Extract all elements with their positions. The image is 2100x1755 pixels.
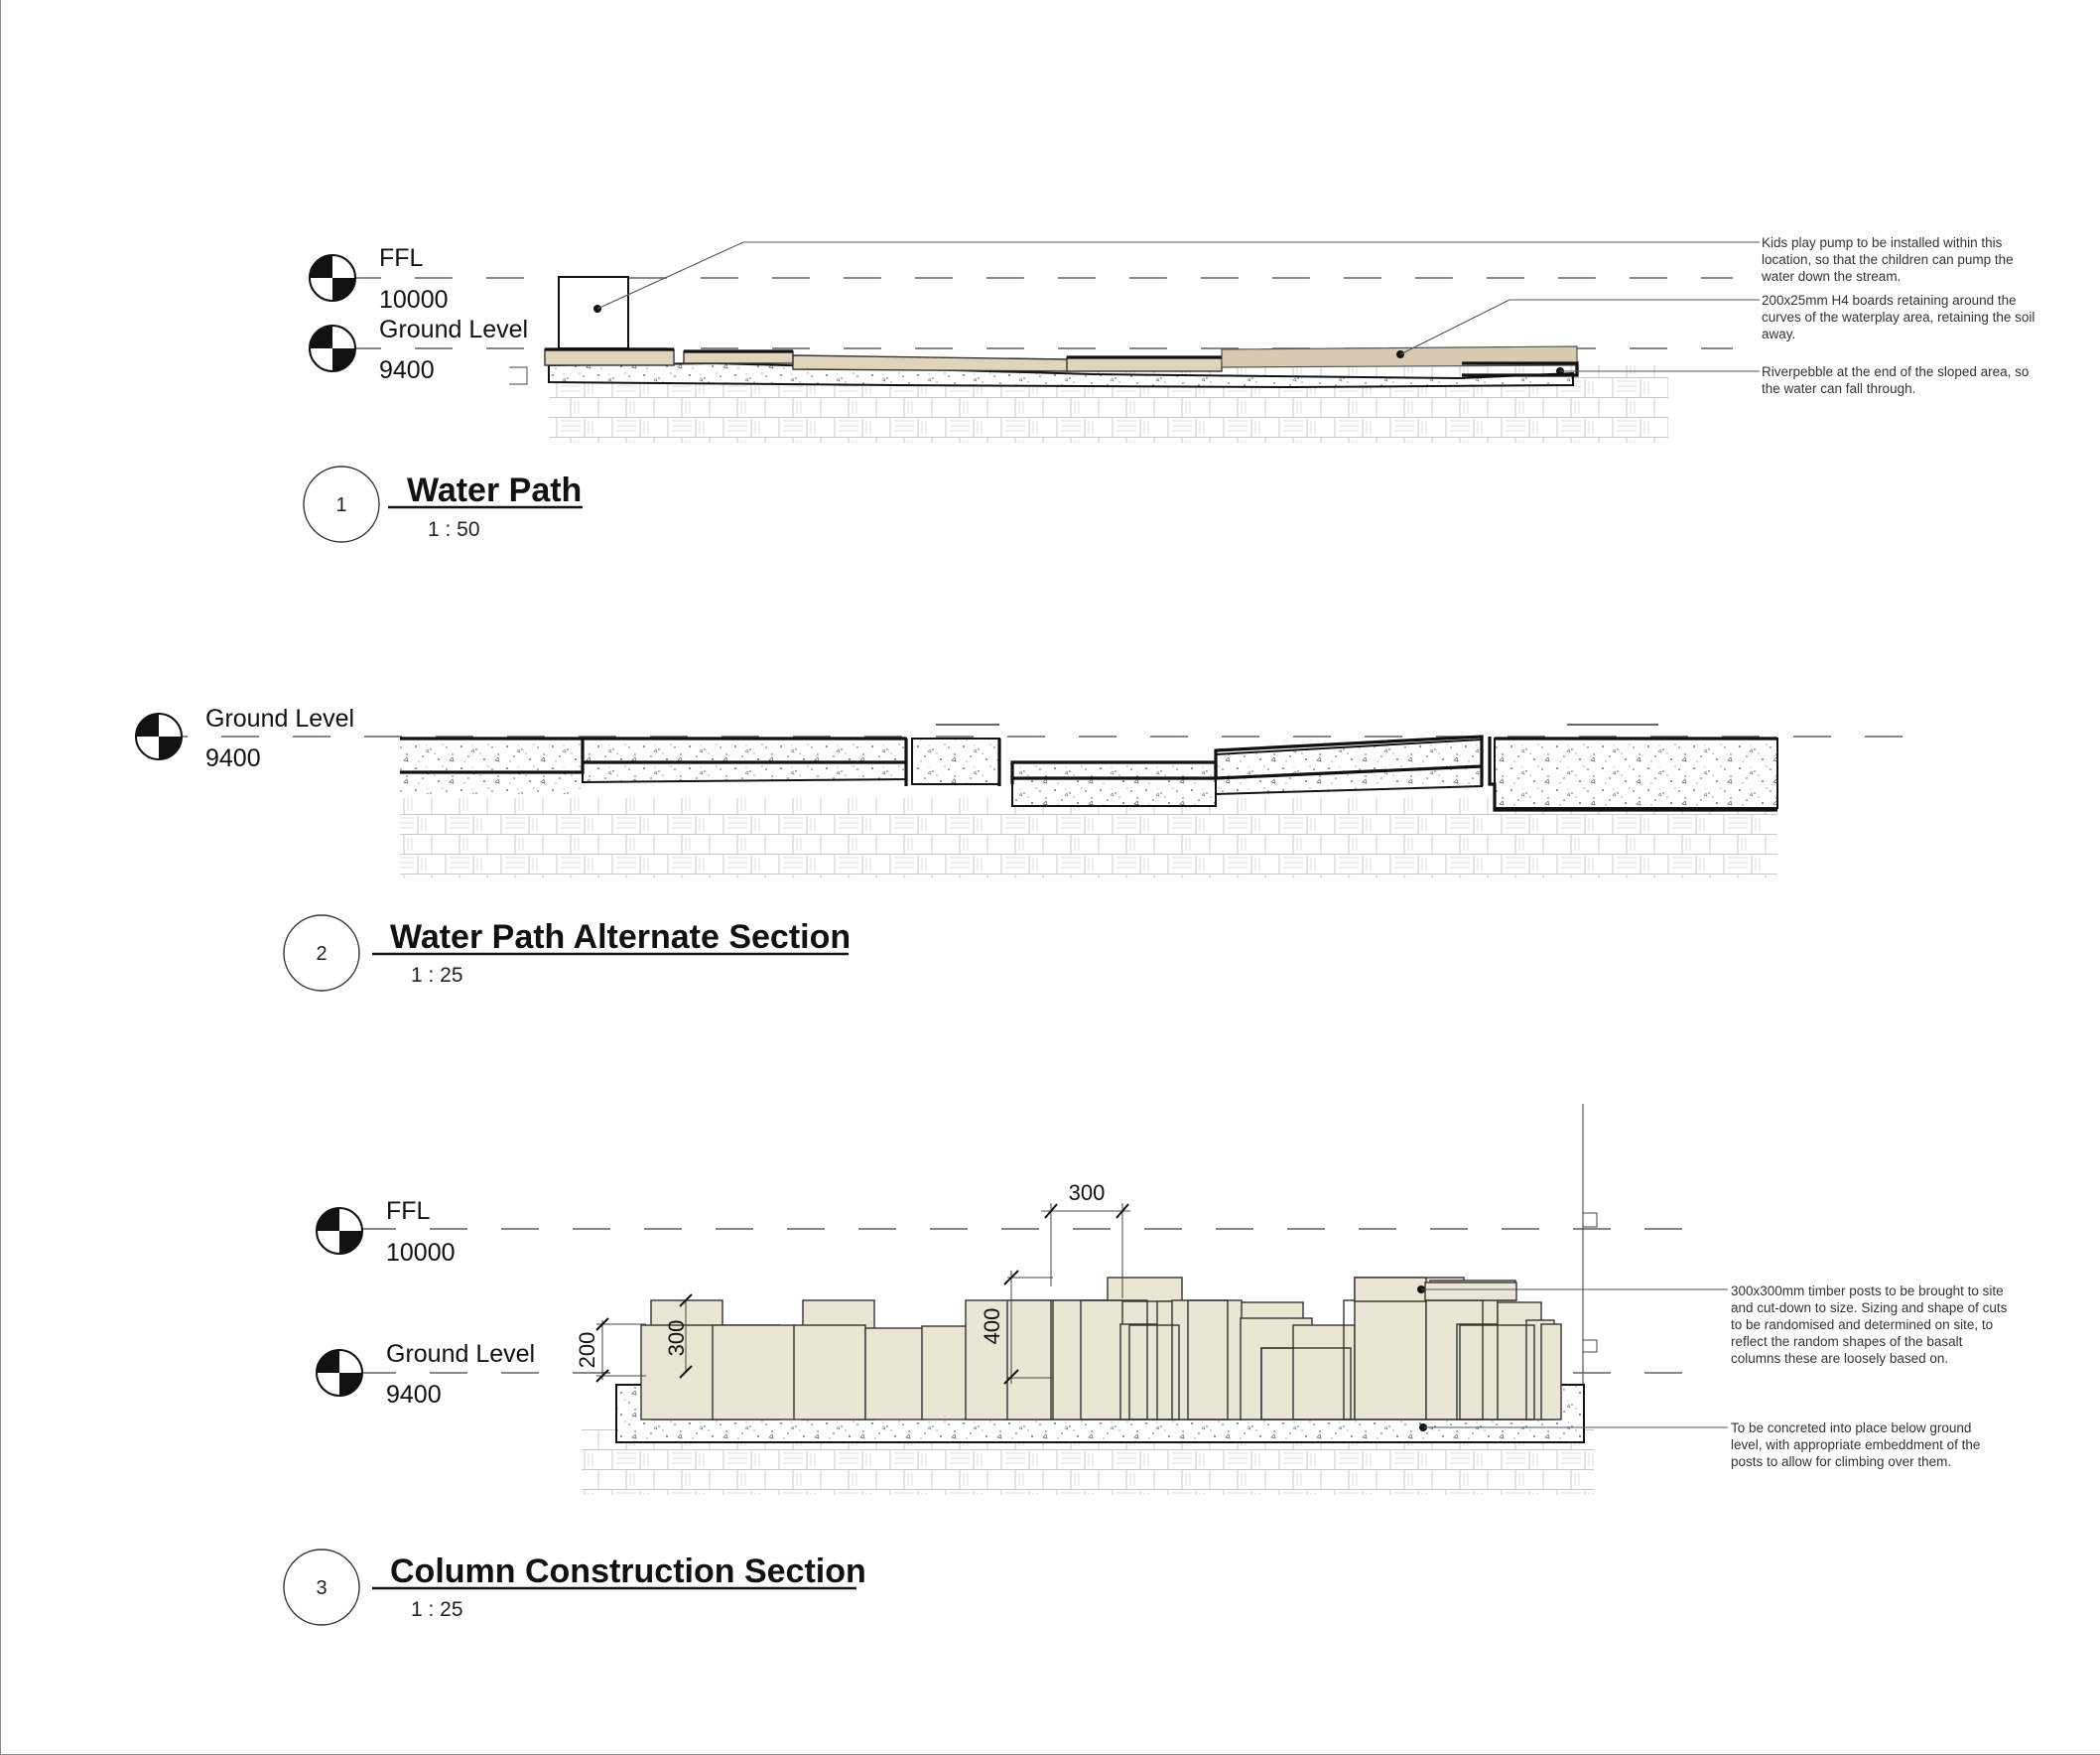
ffl-value: 10000 [379,286,449,314]
drawing-number: 3 [316,1577,327,1599]
timber-post [1459,1324,1535,1420]
pump-note: Kids play pump to be installed within th… [1761,235,2017,284]
ground-level-label: Ground Level [386,1340,535,1368]
dimension-text: 400 [980,1308,1004,1345]
ground-level-value: 9400 [386,1381,442,1409]
ground-level-value: 9400 [379,356,435,384]
drawing-number-bubble [303,466,380,543]
timber-post [1052,1299,1123,1420]
bold-edge [400,737,585,774]
ground-level-marker-icon [135,713,183,760]
ffl-label: FFL [386,1197,431,1225]
water-path-section: FFL 10000 Ground Level 9400 Kids play pu… [303,235,2038,543]
timber-board [683,350,794,364]
timber-post [1354,1299,1427,1420]
dimension-text: 200 [575,1332,599,1369]
concrete-block [1494,738,1778,809]
dimension-text: 300 [664,1320,689,1357]
level-bracket [509,366,528,385]
dimension-400: 400 [980,1270,1053,1385]
timber-post [712,1324,796,1420]
concrete-slab [400,739,583,773]
timber-board [792,354,1069,372]
drawing-title: Column Construction Section [390,1552,866,1590]
timber-post [1107,1277,1183,1302]
timber-post [1006,1299,1054,1420]
drawing-number-bubble [283,914,360,992]
boards-note: 200x25mm H4 boards retaining around the … [1762,293,2038,341]
ffl-value: 10000 [386,1239,456,1267]
leader-line [1399,299,1760,355]
drawing-title: Water Path [407,472,582,509]
dimension-300-side: 300 [664,1293,693,1379]
timber-post [1187,1299,1229,1420]
concrete-slab [582,738,907,784]
dimension-text: 300 [1069,1180,1106,1205]
drawing-number: 1 [335,494,346,516]
dimension-200: 200 [575,1317,646,1383]
bold-edge [904,739,1001,786]
ffl-level-marker-icon [309,254,356,302]
timber-post [1354,1277,1427,1302]
bold-edge [1488,737,1777,812]
ffl-label: FFL [379,244,424,272]
timber-post [1540,1323,1562,1420]
dimension-300-top: 300 [1041,1180,1130,1298]
edge-tick [1583,1212,1598,1353]
timber-post [864,1327,924,1420]
timber-post [793,1324,866,1420]
ground-level-marker-icon [316,1349,363,1397]
ground-level-label: Ground Level [379,316,528,343]
drawing-number-bubble [283,1549,360,1626]
column-construction-section: FFL 10000 Ground Level 9400 [283,1104,2011,1626]
concrete-slab [400,773,583,794]
timber-board [1066,356,1223,372]
concrete-note: To be concreted into place below ground … [1731,1420,1984,1469]
ground-level-label: Ground Level [205,705,354,733]
drawing-number: 2 [316,943,327,965]
concrete-block [911,738,1000,785]
drawing-scale: 1 : 25 [411,964,463,987]
drawing-title: Water Path Alternate Section [390,918,851,956]
ground-level-value: 9400 [205,744,261,772]
timber-board [544,348,675,366]
bold-edge [583,737,906,764]
bold-edge [1214,735,1484,786]
drawing-scale: 1 : 50 [428,518,480,541]
leader-line [596,241,1760,310]
timber-post [1080,1299,1148,1420]
play-pump [558,276,629,349]
ground-level-marker-icon [309,325,356,372]
timber-post [1260,1347,1352,1420]
timber-post [1128,1324,1180,1420]
timber-post [1424,1282,1517,1301]
timber-posts-note: 300x300mm timber posts to be brought to … [1731,1283,2011,1366]
ffl-level-marker-icon [316,1207,363,1255]
riverpebble-note: Riverpebble at the end of the sloped are… [1762,364,2033,396]
drawing-scale: 1 : 25 [411,1598,463,1621]
alternate-section: Ground Level 9400 2 Water Path Alternate… [135,705,1931,992]
concrete-slab [1011,761,1217,807]
